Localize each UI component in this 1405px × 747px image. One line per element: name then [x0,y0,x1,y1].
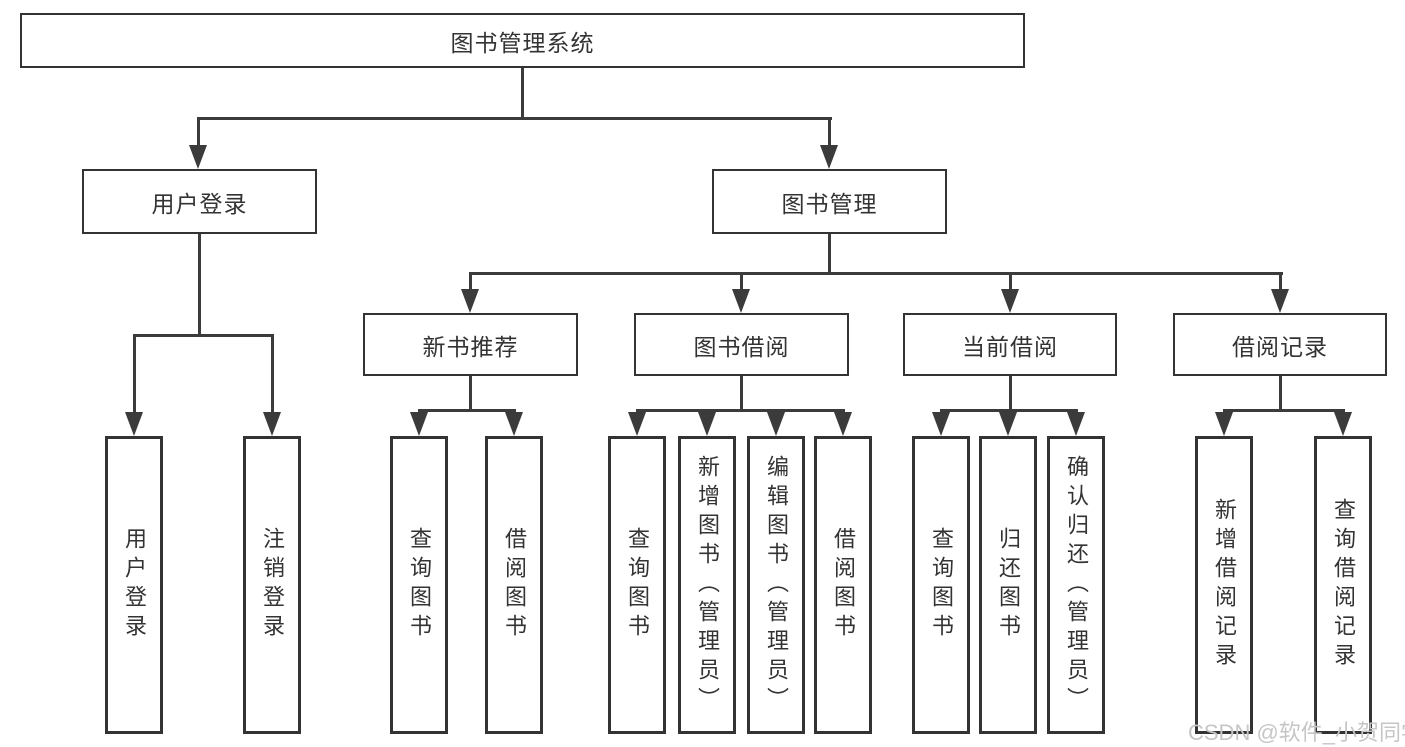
node-return-books: 归还图书 [979,436,1037,734]
node-label: 当前借阅 [962,333,1058,360]
node-label: 新书推荐 [422,333,519,360]
arrow-down-icon [820,145,838,169]
node-label: 查询图书 [929,527,954,643]
connector-line [133,334,274,337]
connector-line [1279,376,1282,411]
connector-line [469,272,1283,275]
node-label: 借阅记录 [1232,333,1328,360]
connector-line [636,409,845,412]
node-edit-books-admin: 编辑图书（管理员） [747,436,805,734]
node-book-borrowing: 图书借阅 [634,313,849,376]
node-user-login: 用户登录 [82,169,317,234]
node-borrow-books: 借阅图书 [814,436,872,734]
connector-line [133,335,136,413]
arrow-down-icon [1215,412,1233,436]
node-label: 图书管理系统 [450,29,595,56]
arrow-down-icon [999,412,1017,436]
connector-line [198,234,201,335]
node-borrowing-records: 借阅记录 [1173,313,1387,376]
node-current-borrowing: 当前借阅 [903,313,1117,376]
arrow-down-icon [732,289,750,313]
arrow-down-icon [1271,289,1289,313]
arrow-down-icon [628,412,646,436]
arrow-down-icon [505,412,523,436]
node-label: 确认归还（管理员） [1064,454,1089,716]
connector-line [828,234,831,274]
node-label: 查询图书 [625,527,650,643]
connector-line [521,68,524,118]
arrow-down-icon [1334,412,1352,436]
node-query-borrow-record: 查询借阅记录 [1314,436,1372,734]
node-label: 新增借阅记录 [1212,498,1237,672]
connector-line [1009,273,1012,291]
node-new-book-recommendation: 新书推荐 [363,313,578,376]
node-label: 新增图书（管理员） [695,454,720,716]
node-query-books-borrowing: 查询图书 [608,436,666,734]
arrow-down-icon [263,412,281,436]
connector-line [197,117,832,120]
node-query-books-current: 查询图书 [912,436,970,734]
arrow-down-icon [1067,412,1085,436]
node-confirm-return-admin: 确认归还（管理员） [1047,436,1105,734]
node-label: 借阅图书 [502,527,527,643]
csdn-watermark: CSDN @软件_小贺同学 [1188,720,1405,745]
connector-line [197,118,200,148]
node-label: 用户登录 [122,527,147,643]
node-add-borrow-record: 新增借阅记录 [1195,436,1253,734]
node-library-management-system: 图书管理系统 [20,13,1025,68]
node-label: 图书管理 [781,190,878,217]
node-logout: 注销登录 [243,436,301,734]
connector-line [271,335,274,413]
connector-line [740,273,743,291]
node-label: 用户登录 [151,190,248,217]
node-query-books-recommend: 查询图书 [390,436,448,734]
node-borrow-books-recommend: 借阅图书 [485,436,543,734]
arrow-down-icon [698,412,716,436]
arrow-down-icon [932,412,950,436]
connector-line [1223,409,1345,412]
node-label: 借阅图书 [831,527,856,643]
connector-line [469,376,472,411]
arrow-down-icon [834,412,852,436]
node-book-management: 图书管理 [712,169,947,234]
arrow-down-icon [189,145,207,169]
arrow-down-icon [1001,289,1019,313]
arrow-down-icon [410,412,428,436]
connector-line [828,118,831,148]
arrow-down-icon [767,412,785,436]
node-label: 归还图书 [996,527,1021,643]
connector-line [740,376,743,411]
connector-line [418,409,516,412]
node-label: 编辑图书（管理员） [764,454,789,716]
arrow-down-icon [461,289,479,313]
node-add-books-admin: 新增图书（管理员） [678,436,736,734]
node-label: 查询借阅记录 [1331,498,1356,672]
node-label: 图书借阅 [693,333,790,360]
connector-line [1009,376,1012,411]
node-label: 查询图书 [407,527,432,643]
node-user-login-leaf: 用户登录 [105,436,163,734]
connector-line [469,273,472,291]
node-label: 注销登录 [260,527,285,643]
connector-line [1279,273,1282,291]
arrow-down-icon [125,412,143,436]
